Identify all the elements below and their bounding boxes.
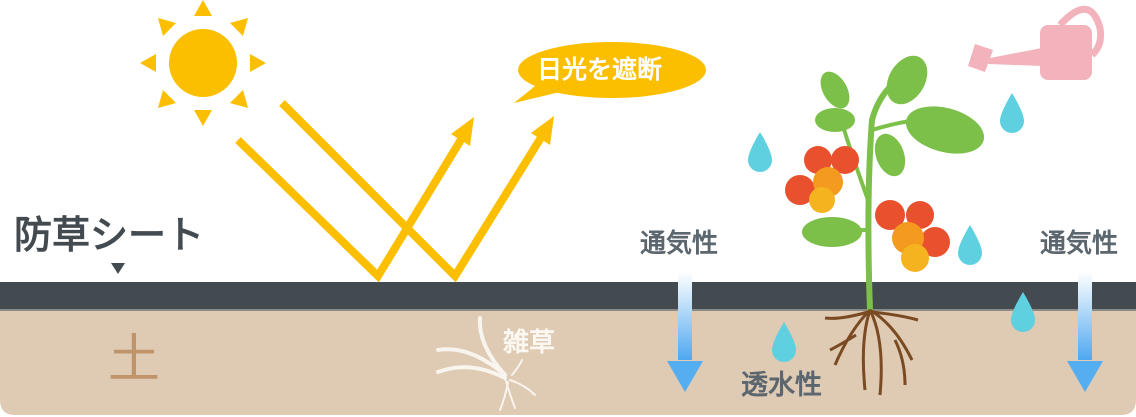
- soil-layer: [0, 310, 1136, 415]
- weed-label: 雑草: [503, 328, 556, 358]
- weed-sheet-layer: [0, 282, 1136, 310]
- water-label: 透水性: [741, 370, 822, 401]
- speech-bubble: [514, 42, 706, 103]
- air-arrow-right: [1067, 272, 1103, 392]
- plant-roots-icon: [824, 308, 919, 396]
- arrowhead-icon: [451, 117, 474, 146]
- water-drop-icon: [958, 225, 982, 265]
- air-arrow-left: [667, 272, 703, 392]
- page-title: 防草シート: [14, 213, 205, 257]
- water-drop-icon: [748, 132, 772, 172]
- soil-label: 土: [108, 330, 161, 390]
- water-drop-icon: [1011, 292, 1035, 332]
- water-drop-icon: [772, 322, 796, 362]
- reflected-light-arrows: [235, 100, 546, 283]
- air-label-right: 通気性: [1040, 229, 1119, 259]
- pointer-triangle-icon: [111, 263, 125, 274]
- watering-can-icon: [968, 5, 1105, 80]
- air-label-left: 通気性: [640, 229, 719, 259]
- arrowhead-icon: [531, 116, 554, 145]
- water-drop-icon: [1000, 93, 1024, 133]
- tomato-plant-icon: [785, 55, 985, 311]
- bubble-text: 日光を遮断: [537, 55, 663, 84]
- weed-icon: [436, 316, 536, 411]
- sun-icon: [140, 0, 266, 126]
- water-drops: [748, 93, 1035, 362]
